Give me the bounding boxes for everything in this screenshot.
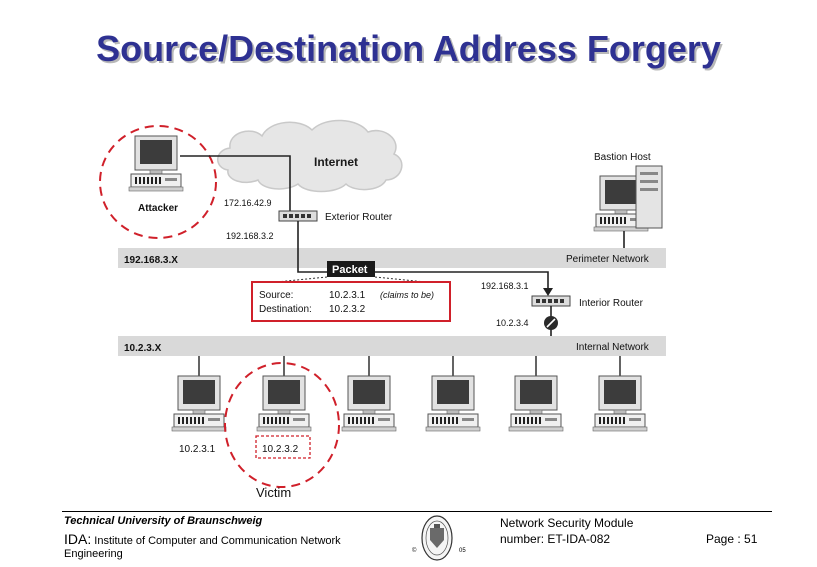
perimeter-network-label: Perimeter Network xyxy=(566,254,650,265)
victim-label: Victim xyxy=(256,485,291,500)
host-2-ip-highlight xyxy=(255,435,311,459)
attacker-link xyxy=(180,155,291,211)
victim-highlight xyxy=(224,362,340,488)
packet-destination-key: Destination: xyxy=(259,304,312,315)
footer-divider xyxy=(62,511,772,512)
internal-network-label: Internal Network xyxy=(576,342,650,353)
interior-router-ip-top: 192.168.3.1 xyxy=(481,281,529,291)
attacker-ip: 172.16.42.9 xyxy=(224,198,272,208)
host-5-computer-icon xyxy=(508,375,564,432)
bastion-host-icon xyxy=(593,165,663,232)
internet-cloud xyxy=(217,119,403,193)
attacker-computer-icon xyxy=(128,135,184,192)
internal-hosts xyxy=(171,356,648,432)
host-2-computer-icon xyxy=(256,375,312,432)
packet-source-value: 10.2.3.1 xyxy=(329,290,366,301)
perimeter-network-bar xyxy=(118,248,666,268)
host-2-ip: 10.2.3.2 xyxy=(262,444,299,455)
attacker-highlight xyxy=(99,125,217,239)
host-4-computer-icon xyxy=(425,375,481,432)
host-1-ip: 10.2.3.1 xyxy=(179,444,216,455)
packet-claims-note: (claims to be) xyxy=(380,290,434,300)
interior-router-ip-bottom: 10.2.3.4 xyxy=(496,318,529,328)
packet-path xyxy=(297,248,549,292)
interior-router-label: Interior Router xyxy=(579,298,644,309)
university-seal-icon xyxy=(421,515,453,561)
internal-network-bar xyxy=(118,336,666,356)
footer-year: 05 xyxy=(459,548,466,554)
packet-source-key: Source: xyxy=(259,290,293,301)
packet-label: Packet xyxy=(332,264,368,276)
slide-title: Source/Destination Address Forgery xyxy=(96,28,721,69)
exterior-router-icon xyxy=(278,210,318,222)
exterior-router-label: Exterior Router xyxy=(325,212,393,223)
packet-details-box xyxy=(251,281,451,322)
footer-engineering: Engineering xyxy=(64,548,123,560)
internet-label: Internet xyxy=(314,155,358,169)
attacker-label: Attacker xyxy=(138,203,178,214)
host-3-computer-icon xyxy=(341,375,397,432)
footer-copyright: © xyxy=(412,548,417,554)
host-1-computer-icon xyxy=(171,375,227,432)
blocked-icon xyxy=(544,316,558,330)
footer-course: Network Security Module number: ET-IDA-0… xyxy=(500,516,634,546)
host-6-computer-icon xyxy=(592,375,648,432)
footer-institute: IDA: Institute of Computer and Communica… xyxy=(64,531,341,547)
footer-page-number: Page : 51 xyxy=(706,532,758,546)
bastion-host-label: Bastion Host xyxy=(594,152,651,163)
interior-router-icon xyxy=(531,295,571,307)
perimeter-network-address: 192.168.3.X xyxy=(124,255,178,266)
footer-university: Technical University of Braunschweig xyxy=(64,515,263,527)
packet-tag xyxy=(327,261,375,277)
packet-arrowhead xyxy=(543,288,553,296)
packet-destination-value: 10.2.3.2 xyxy=(329,304,366,315)
footer-ida-name: Institute of Computer and Communication … xyxy=(91,535,341,547)
exterior-router-ip: 192.168.3.2 xyxy=(226,231,274,241)
footer-ida-prefix: IDA: xyxy=(64,531,92,547)
internal-network-address: 10.2.3.X xyxy=(124,343,162,354)
